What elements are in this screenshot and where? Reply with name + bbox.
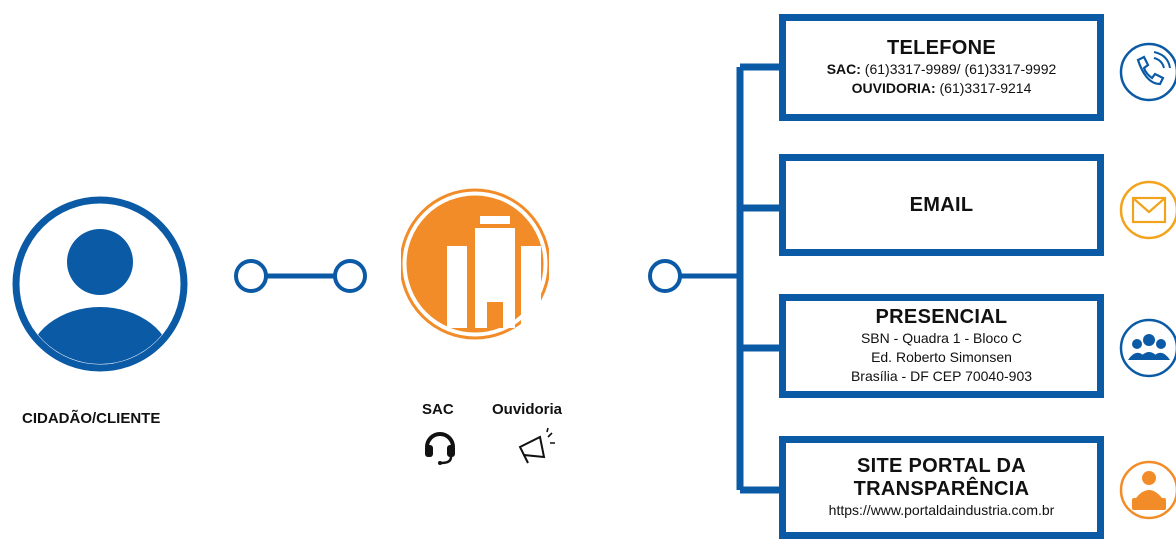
contact-title: SITE PORTAL DA — [856, 455, 1027, 477]
node-dot-org — [648, 259, 682, 293]
phone-icon — [1119, 42, 1176, 102]
contact-line: Brasília - DF CEP 70040-903 — [850, 368, 1033, 384]
contact-box-email: EMAIL — [779, 154, 1104, 256]
organization-node — [399, 184, 551, 351]
contact-box-site: SITE PORTAL DA TRANSPARÊNCIA https://www… — [779, 436, 1104, 539]
headset-icon — [425, 432, 455, 465]
contact-line: SBN - Quadra 1 - Bloco C — [860, 330, 1023, 346]
contact-title: PRESENCIAL — [875, 306, 1008, 328]
sac-label: SAC — [422, 401, 454, 418]
contact-box-telefone: TELEFONE SAC: (61)3317-9989/ (61)3317-99… — [779, 14, 1104, 121]
node-dot-left — [234, 259, 268, 293]
contact-title: TELEFONE — [886, 37, 997, 59]
node-dot-right — [333, 259, 367, 293]
contact-title: EMAIL — [909, 193, 974, 216]
contact-link[interactable]: https://www.portaldaindustria.com.br — [828, 502, 1055, 518]
contact-box-presencial: PRESENCIAL SBN - Quadra 1 - Bloco C Ed. … — [779, 294, 1104, 398]
ouvidoria-label: Ouvidoria — [492, 401, 563, 418]
envelope-icon — [1119, 180, 1176, 240]
person-label: CIDADÃO/CLIENTE — [22, 410, 161, 427]
person-icon — [12, 196, 188, 372]
contact-line: OUVIDORIA: (61)3317-9214 — [851, 80, 1032, 96]
person-avatar — [9, 193, 191, 380]
contact-line: SAC: (61)3317-9989/ (61)3317-9992 — [826, 61, 1057, 77]
building-icon — [399, 188, 551, 340]
computer-user-icon — [1119, 460, 1176, 520]
people-icon — [1119, 318, 1176, 378]
contact-line: Ed. Roberto Simonsen — [871, 349, 1012, 365]
megaphone-icon — [518, 427, 555, 464]
contact-title: TRANSPARÊNCIA — [853, 478, 1030, 500]
